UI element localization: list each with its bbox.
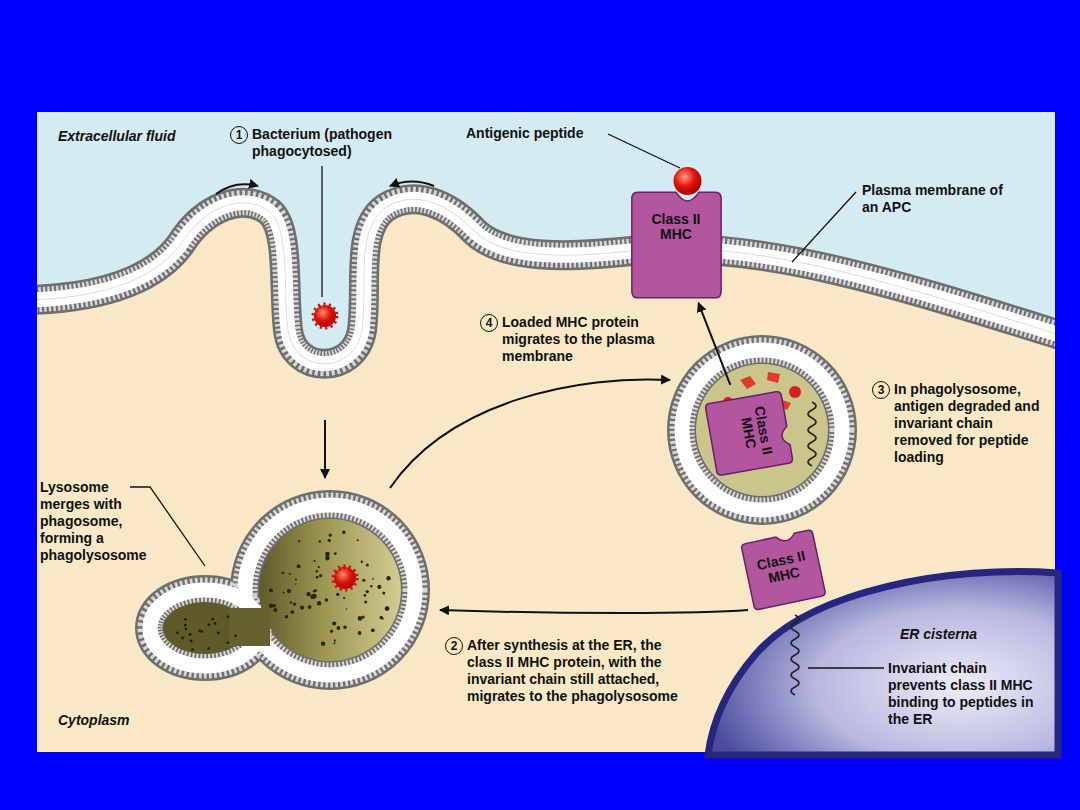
part-label: Antigenic peptide [466,125,616,142]
mhc-protein: Class II MHC [703,388,795,479]
part-label: Invariant chain prevents class II MHC bi… [888,660,1048,728]
mhc-label: Class II MHC [651,212,701,242]
antigenic-peptide [674,167,702,195]
region-label: Cytoplasm [58,712,198,729]
mhc-shape [628,190,724,300]
callout-number: 4 [480,314,498,332]
region-label: Extracellular fluid [58,128,228,145]
step-label: After synthesis at the ER, the class II … [467,637,685,705]
step-label: Loaded MHC protein migrates to the plasm… [502,314,690,365]
mhc-protein: Class II MHC [628,190,724,300]
part-label: Plasma membrane of an APC [862,182,1012,216]
part-label: Lysosome merges with phagosome, forming … [40,479,162,564]
migration-arrow [698,303,730,385]
step-label: Bacterium (pathogen phagocytosed) [252,126,452,160]
er-label: ER cisterna [900,627,977,642]
callout-number: 3 [872,381,890,399]
callout-number: 1 [230,126,248,144]
step-label: In phagolysosome, antigen degraded and i… [894,381,1052,466]
callout-number: 2 [445,637,463,655]
